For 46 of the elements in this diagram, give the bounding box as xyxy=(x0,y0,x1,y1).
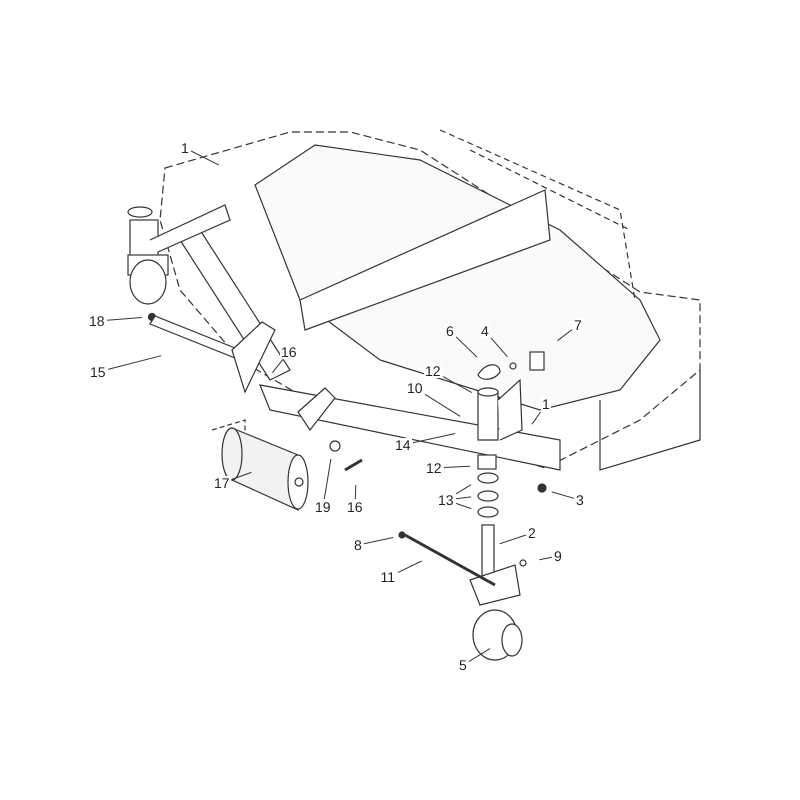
callout-number: 6 xyxy=(445,324,455,338)
callout-number: 11 xyxy=(380,570,396,584)
callout-number: 1 xyxy=(541,397,551,411)
callout-number: 1 xyxy=(180,141,190,155)
callout-number: 3 xyxy=(575,493,585,507)
leader-line xyxy=(442,376,472,394)
leader-line xyxy=(456,336,478,358)
leader-line xyxy=(532,412,541,425)
callout-number: 7 xyxy=(573,318,583,332)
callout-number: 13 xyxy=(437,493,455,507)
leader-line xyxy=(456,502,472,510)
callout-number: 10 xyxy=(406,381,424,395)
leader-line xyxy=(354,484,356,500)
leader-line xyxy=(190,150,220,166)
callout-number: 12 xyxy=(425,461,443,475)
leader-line xyxy=(557,329,572,342)
callout-number: 15 xyxy=(89,365,107,379)
callout-number: 2 xyxy=(527,526,537,540)
leader-line xyxy=(551,491,574,499)
leader-line xyxy=(444,466,470,468)
leader-line xyxy=(424,394,461,417)
leader-line xyxy=(456,496,472,500)
leader-line xyxy=(456,484,472,494)
callout-number: 12 xyxy=(424,364,442,378)
leader-line xyxy=(364,537,394,544)
callout-number: 14 xyxy=(394,438,412,452)
callout-number: 19 xyxy=(314,500,332,514)
callout-number: 8 xyxy=(353,538,363,552)
leader-line xyxy=(398,560,422,573)
leader-line xyxy=(324,458,332,500)
leader-line xyxy=(490,337,508,358)
callout-number: 16 xyxy=(346,500,364,514)
leader-line xyxy=(412,433,456,444)
leader-line xyxy=(538,556,552,560)
callout-number: 18 xyxy=(88,314,106,328)
leader-line xyxy=(108,355,162,370)
leader-line xyxy=(272,360,283,374)
callout-number: 9 xyxy=(553,549,563,563)
leader-line xyxy=(499,534,526,544)
callout-number: 4 xyxy=(480,324,490,338)
leader-line xyxy=(468,648,490,662)
leader-line xyxy=(232,472,252,480)
callout-number: 5 xyxy=(458,658,468,672)
callout-number: 16 xyxy=(280,345,298,359)
callout-number: 17 xyxy=(213,476,231,490)
leader-line xyxy=(106,317,142,321)
